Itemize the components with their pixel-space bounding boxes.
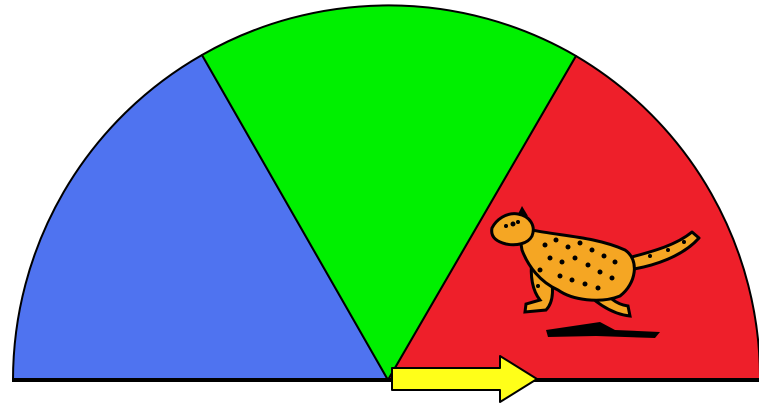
cheetah-head	[492, 214, 534, 245]
